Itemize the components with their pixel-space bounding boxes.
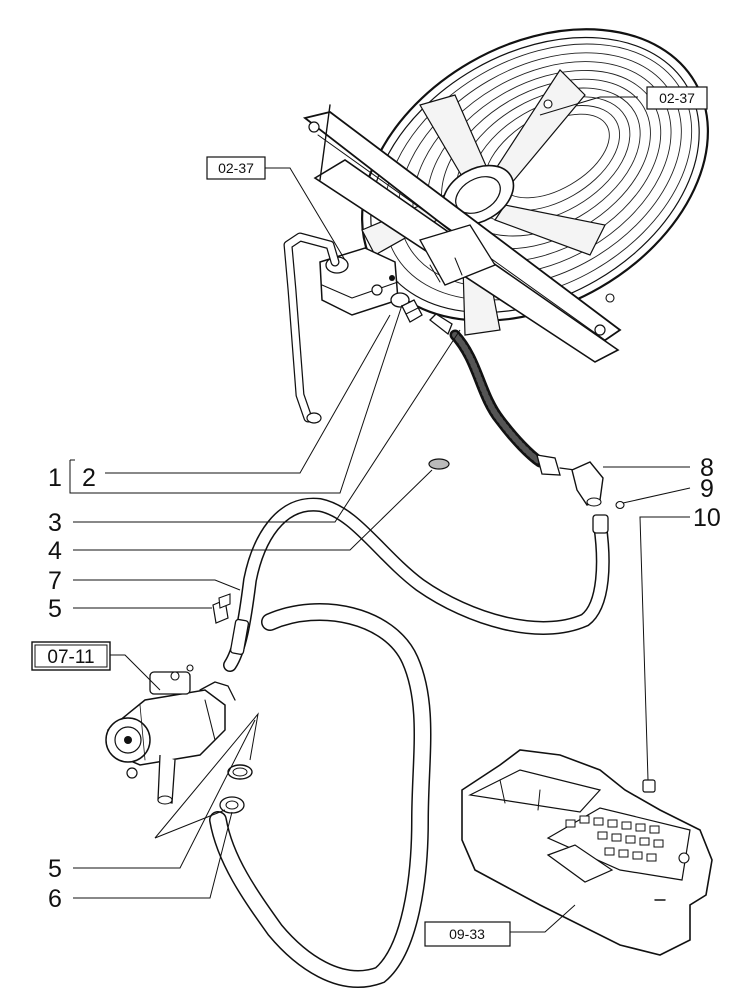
callout-labels: 1 2 3 4 7 5 5 6 8 9 10 [48,454,721,913]
ref-box-console: 09-33 [424,921,511,947]
hydraulic-pump [105,664,236,805]
callout-6: 6 [48,885,62,913]
svg-text:02-37: 02-37 [218,160,254,176]
metal-tube [283,232,340,424]
fan-assembly [302,28,709,363]
ref-box-fan-top: 02-37 [646,86,708,110]
fitting-adapter [390,292,423,323]
ref-box-pump: 07-11 [31,641,111,671]
svg-text:07-11: 07-11 [47,647,94,668]
callout-5-upper: 5 [48,595,62,623]
return-hose [223,497,610,672]
plug-item-9 [615,500,625,510]
callout-2: 2 [82,464,96,492]
callout-1: 1 [48,464,62,492]
callout-5-lower: 5 [48,855,62,883]
suction-hose [209,603,432,988]
rubber-plug-item-10 [642,779,656,793]
leader-lines [69,96,691,933]
callout-10: 10 [693,504,721,532]
hose-clamp-lower [227,764,253,780]
grommet [428,458,450,470]
braided-hose [429,313,576,476]
callout-4: 4 [48,537,62,565]
callout-7: 7 [48,567,62,595]
svg-text:02-37: 02-37 [659,90,695,106]
ref-box-fan-left: 02-37 [206,156,266,180]
console-housing [461,749,713,956]
svg-text:09-33: 09-33 [449,926,485,942]
hose-clamp-upper [212,593,231,624]
callout-8: 8 [700,454,714,482]
assembly-guide-lines [154,712,259,839]
callout-9: 9 [700,475,714,503]
elbow-fitting [571,461,604,507]
callout-3: 3 [48,509,62,537]
